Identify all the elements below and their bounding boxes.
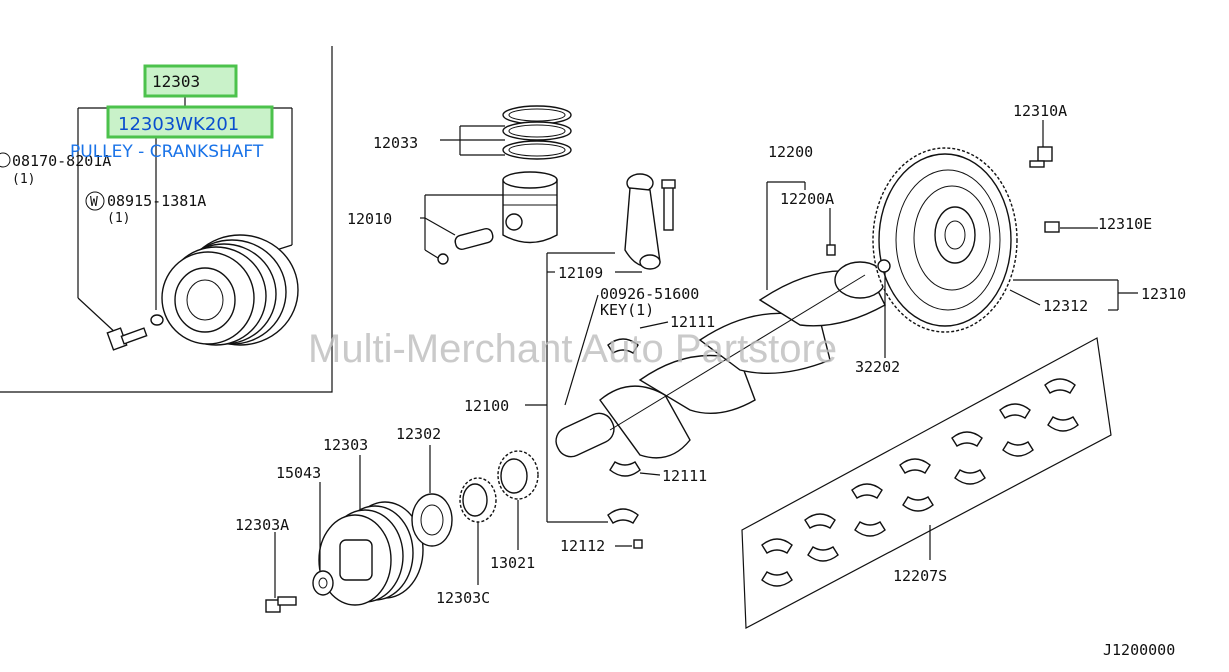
selected-part-text[interactable]: 12303WK201 xyxy=(118,114,239,135)
highlight-group[interactable]: 12303 12303WK201 PULLEY - CRANKSHAFT xyxy=(70,64,274,162)
oil-seal-drawing xyxy=(411,493,453,547)
leader-lines xyxy=(274,120,1138,598)
label-12112[interactable]: 12112 xyxy=(560,537,605,555)
washer-circle-icon xyxy=(85,191,105,211)
bolt-circle-icon xyxy=(0,152,11,168)
bearing-set-tray xyxy=(741,337,1112,629)
pulley-inset: 08170-8201A (1) W 08915-1381A (1) xyxy=(0,46,333,393)
pilot-bearing-icon xyxy=(877,259,891,273)
dowel-pin-icon xyxy=(1044,221,1060,233)
part-labels: 12033 12010 12109 00926-51600 KEY(1) 121… xyxy=(235,102,1186,659)
pulley-bolt-drawing xyxy=(265,596,297,613)
label-13021[interactable]: 13021 xyxy=(490,554,535,572)
connecting-rod-drawing xyxy=(624,173,676,270)
label-12109[interactable]: 12109 xyxy=(558,264,603,282)
label-12111-lower[interactable]: 12111 xyxy=(662,467,707,485)
flywheel-bolt-drawing xyxy=(1029,146,1053,168)
piston-drawing xyxy=(502,171,558,244)
label-12200[interactable]: 12200 xyxy=(768,143,813,161)
piston-pin-drawing xyxy=(437,227,494,265)
rod-bearing-lower xyxy=(609,461,641,477)
label-12303A[interactable]: 12303A xyxy=(235,516,289,534)
label-12200A[interactable]: 12200A xyxy=(780,190,834,208)
label-12303[interactable]: 12303 xyxy=(323,436,368,454)
inset-washer-qty: (1) xyxy=(107,211,130,226)
pulley-washer-drawing xyxy=(312,570,334,596)
label-12010[interactable]: 12010 xyxy=(347,210,392,228)
pulley-drawing xyxy=(318,501,424,606)
label-12310A[interactable]: 12310A xyxy=(1013,102,1067,120)
part-number-text[interactable]: 12303 xyxy=(152,72,200,91)
inset-bolt-qty: (1) xyxy=(12,172,35,187)
label-12302[interactable]: 12302 xyxy=(396,425,441,443)
watermark: Multi-Merchant Auto Partstore xyxy=(308,327,837,371)
inset-bolt-label[interactable]: 08170-8201A xyxy=(12,152,111,170)
piston-rings-drawing xyxy=(502,105,572,160)
flywheel-drawing xyxy=(872,147,1018,333)
selected-part-highlight[interactable] xyxy=(106,105,274,139)
diagram-id: J1200000 xyxy=(1103,641,1175,659)
crank-dowel-icon xyxy=(826,244,836,256)
bearing-shells xyxy=(761,378,1079,587)
part-caption: PULLEY - CRANKSHAFT xyxy=(70,142,264,162)
label-32202[interactable]: 32202 xyxy=(855,358,900,376)
label-key-part[interactable]: 00926-51600 xyxy=(600,285,699,303)
label-12033[interactable]: 12033 xyxy=(373,134,418,152)
part-number-highlight[interactable] xyxy=(143,64,238,98)
crankshaft-drawing xyxy=(555,261,886,459)
label-12312[interactable]: 12312 xyxy=(1043,297,1088,315)
inset-pulley-drawing xyxy=(161,234,299,346)
label-12207S[interactable]: 12207S xyxy=(893,567,947,585)
rod-cap-bearing xyxy=(607,508,639,524)
label-12303C[interactable]: 12303C xyxy=(436,589,490,607)
inset-frame xyxy=(0,46,333,393)
crank-sprocket-drawing xyxy=(459,450,539,523)
inset-bolt-icon xyxy=(106,327,148,351)
washer-prefix: W xyxy=(90,195,98,210)
label-12100[interactable]: 12100 xyxy=(464,397,509,415)
rod-nut-icon xyxy=(633,539,643,549)
label-12111-upper[interactable]: 12111 xyxy=(670,313,715,331)
rod-bearing-upper xyxy=(607,338,639,354)
label-15043[interactable]: 15043 xyxy=(276,464,321,482)
label-key-text: KEY(1) xyxy=(600,301,654,319)
inset-washer-label[interactable]: 08915-1381A xyxy=(107,192,206,210)
inset-washer-icon xyxy=(150,314,164,326)
label-12310E[interactable]: 12310E xyxy=(1098,215,1152,233)
label-12310[interactable]: 12310 xyxy=(1141,285,1186,303)
